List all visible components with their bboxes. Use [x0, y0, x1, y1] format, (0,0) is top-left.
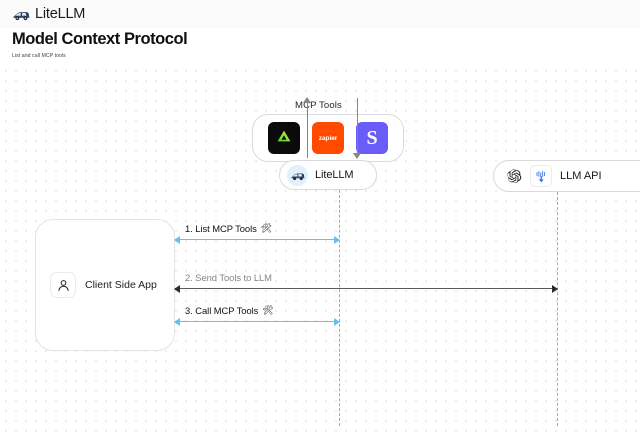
- user-person-icon: [50, 272, 76, 298]
- tool-tile-anthropic[interactable]: [268, 122, 300, 154]
- bedrock-arrow-icon: [530, 165, 552, 187]
- node-llm-api-label: LLM API: [560, 170, 602, 182]
- zapier-icon: zapier: [318, 134, 338, 142]
- message-2-arrowhead-right: [552, 284, 558, 293]
- message-arrow-2: 2. Send Tools to LLM: [174, 272, 558, 293]
- message-1-label: 1. List MCP Tools: [185, 223, 257, 234]
- arrow-head-up: [303, 97, 311, 103]
- page-title: Model Context Protocol: [12, 30, 188, 48]
- node-litellm[interactable]: LiteLLM: [279, 160, 377, 190]
- arrow-mcp-tools-to-litellm: [352, 98, 362, 159]
- arrow-stem: [356, 98, 358, 158]
- message-1-label-group: 1. List MCP Tools 🛠: [185, 223, 272, 234]
- litellm-truck-logo-icon: [287, 164, 308, 186]
- node-client-side-app-label: Client Side App: [85, 279, 157, 291]
- arrow-litellm-to-mcp-tools: [302, 97, 312, 158]
- arrow-stem: [306, 98, 308, 158]
- message-2-arrowhead-left: [174, 284, 180, 293]
- message-3-arrowhead-right: [334, 317, 340, 326]
- tool-tile-slack[interactable]: S: [356, 122, 388, 154]
- node-litellm-label: LiteLLM: [315, 169, 354, 181]
- message-3-label-group: 3. Call MCP Tools 🛠: [185, 305, 274, 316]
- message-arrow-1: 1. List MCP Tools 🛠: [174, 223, 340, 244]
- diagram-canvas[interactable]: MCP Tools zapier S: [0, 64, 640, 436]
- mcp-tools-title: MCP Tools: [295, 100, 342, 111]
- tools-icon: 🛠: [262, 304, 274, 315]
- arrow-head-down: [353, 153, 361, 159]
- node-llm-api[interactable]: LLM API: [493, 160, 640, 192]
- lifeline-litellm: [339, 190, 340, 426]
- message-1-line: [175, 239, 339, 241]
- message-2-label: 2. Send Tools to LLM: [185, 272, 272, 283]
- tool-tile-zapier[interactable]: zapier: [312, 122, 344, 154]
- message-3-label: 3. Call MCP Tools: [185, 305, 259, 316]
- litellm-truck-logo-icon: [13, 8, 30, 21]
- message-1-arrowhead-left: [174, 235, 180, 244]
- slack-s-icon: S: [366, 127, 378, 149]
- tools-icon: 🛠: [260, 222, 273, 233]
- message-1-arrowhead-right: [334, 235, 340, 244]
- app-bar: LiteLLM: [0, 0, 640, 28]
- mcp-tools-group[interactable]: zapier S: [252, 114, 404, 162]
- brand-name: LiteLLM: [35, 6, 86, 22]
- anthropic-triangle-icon: [275, 128, 293, 149]
- message-3-line: [175, 321, 339, 323]
- message-2-line: [175, 288, 557, 290]
- openai-logo-icon: [502, 165, 524, 187]
- node-client-side-app[interactable]: Client Side App: [35, 219, 175, 351]
- message-arrow-3: 3. Call MCP Tools 🛠: [174, 305, 340, 326]
- page-subtitle: List and call MCP tools: [12, 53, 66, 59]
- message-3-arrowhead-left: [174, 317, 180, 326]
- brand[interactable]: LiteLLM: [13, 6, 85, 22]
- lifeline-llm-api: [557, 192, 558, 426]
- message-2-label-group: 2. Send Tools to LLM: [185, 272, 272, 283]
